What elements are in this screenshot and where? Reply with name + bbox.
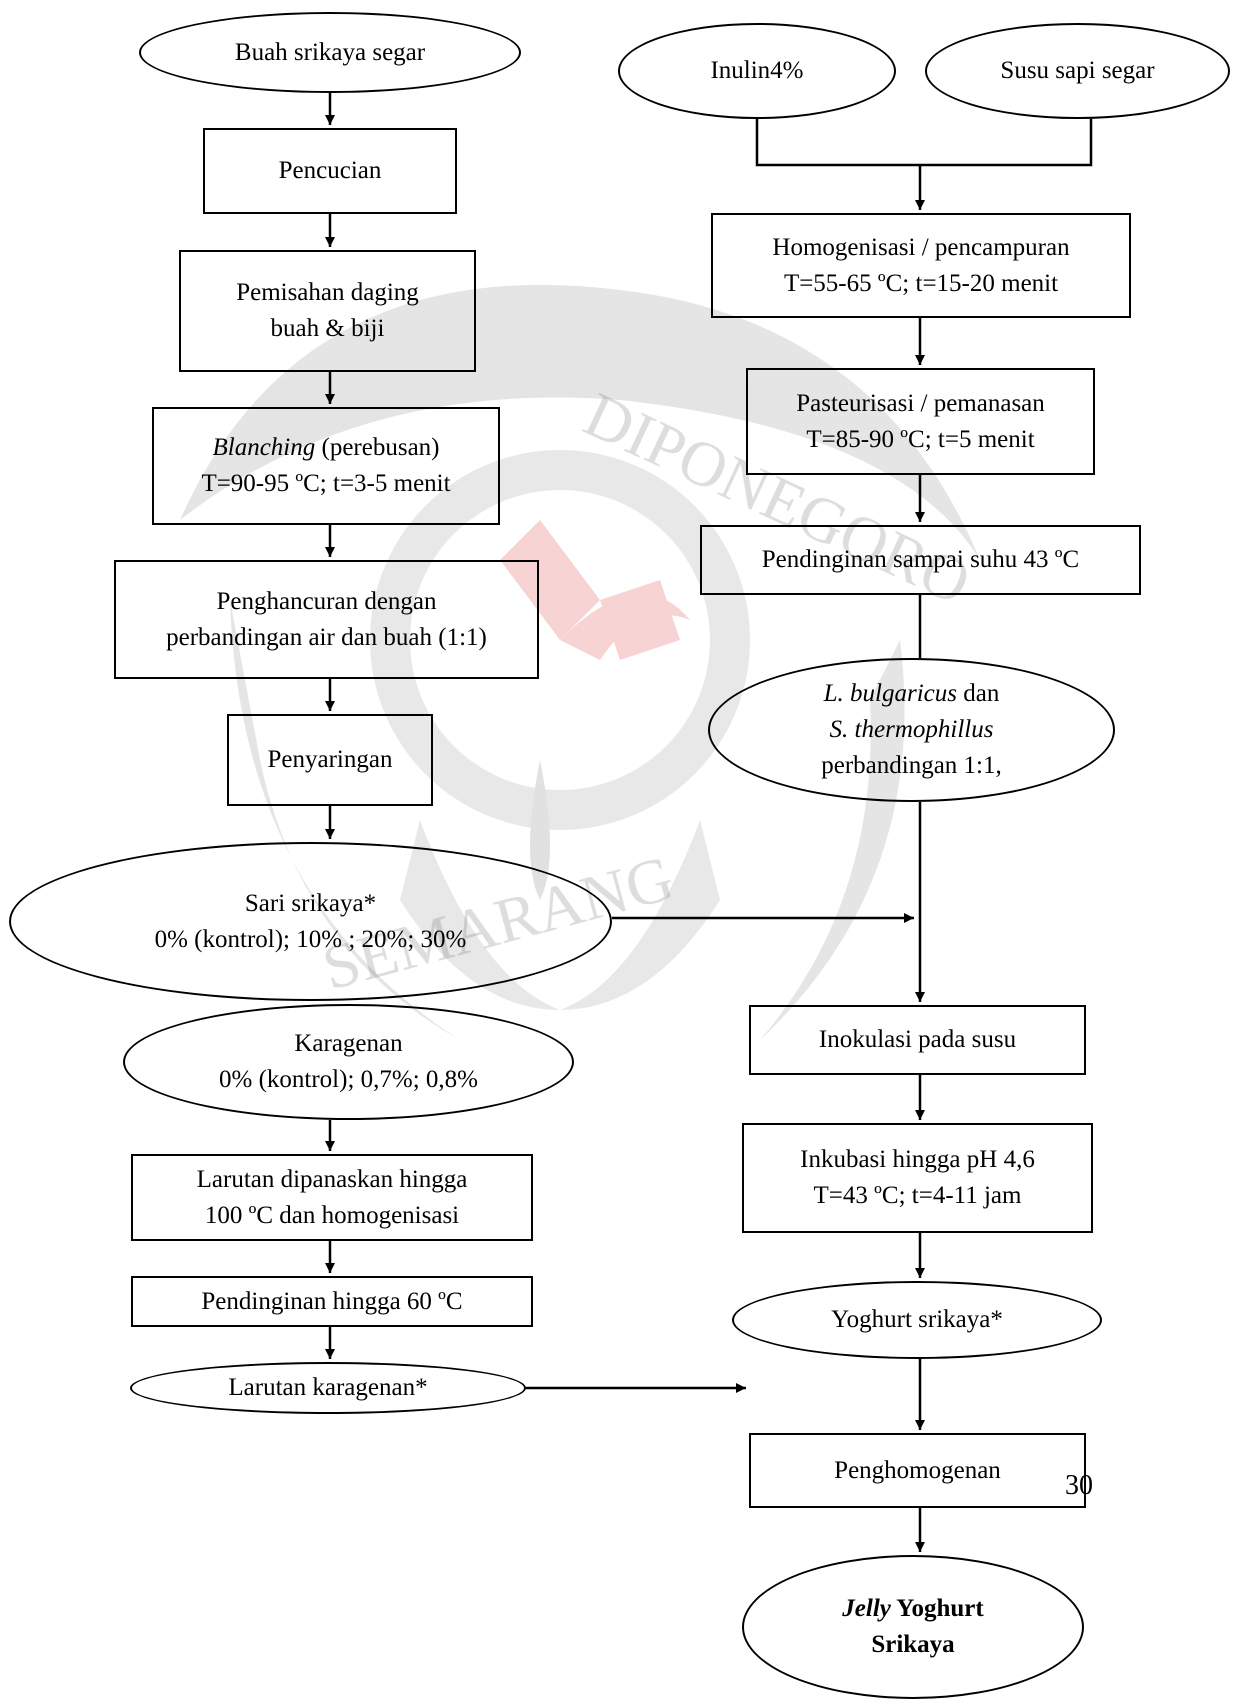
node-sari-srikaya: Sari srikaya* 0% (kontrol); 10% ; 20%; 3… xyxy=(9,842,612,1001)
node-inulin: Inulin4% xyxy=(618,23,896,119)
node-larutan-karagenan: Larutan karagenan* xyxy=(130,1362,526,1414)
node-starter-culture: L. bulgaricus dan S. thermophillus perba… xyxy=(708,658,1115,802)
page-number: 30 xyxy=(1065,1470,1093,1501)
node-buah-srikaya-segar: Buah srikaya segar xyxy=(139,12,521,93)
node-pasteurisasi: Pasteurisasi / pemanasan T=85-90 ºC; t=5… xyxy=(746,368,1095,475)
node-pemisahan: Pemisahan daging buah & biji xyxy=(179,250,476,372)
node-larutan-dipanaskan: Larutan dipanaskan hingga 100 ºC dan hom… xyxy=(131,1154,533,1241)
node-yoghurt-srikaya: Yoghurt srikaya* xyxy=(732,1281,1102,1359)
node-pendinginan-60: Pendinginan hingga 60 ºC xyxy=(131,1276,533,1327)
node-karagenan: Karagenan 0% (kontrol); 0,7%; 0,8% xyxy=(123,1004,574,1120)
node-homogenisasi: Homogenisasi / pencampuran T=55-65 ºC; t… xyxy=(711,213,1131,318)
node-penyaringan: Penyaringan xyxy=(227,714,433,806)
node-penghomogenan: Penghomogenan xyxy=(749,1433,1086,1508)
bracket-inulin-susu xyxy=(755,119,1093,167)
node-jelly-yoghurt-srikaya: Jelly Yoghurt Srikaya xyxy=(742,1555,1084,1699)
node-susu-sapi-segar: Susu sapi segar xyxy=(925,23,1230,119)
node-pendinginan-43: Pendinginan sampai suhu 43 ºC xyxy=(700,525,1141,595)
node-blanching: Blanching (perebusan) T=90-95 ºC; t=3-5 … xyxy=(152,407,500,525)
node-inkubasi: Inkubasi hingga pH 4,6 T=43 ºC; t=4-11 j… xyxy=(742,1123,1093,1233)
node-pencucian: Pencucian xyxy=(203,128,457,214)
node-penghancuran: Penghancuran dengan perbandingan air dan… xyxy=(114,560,539,679)
node-inokulasi: Inokulasi pada susu xyxy=(749,1005,1086,1075)
